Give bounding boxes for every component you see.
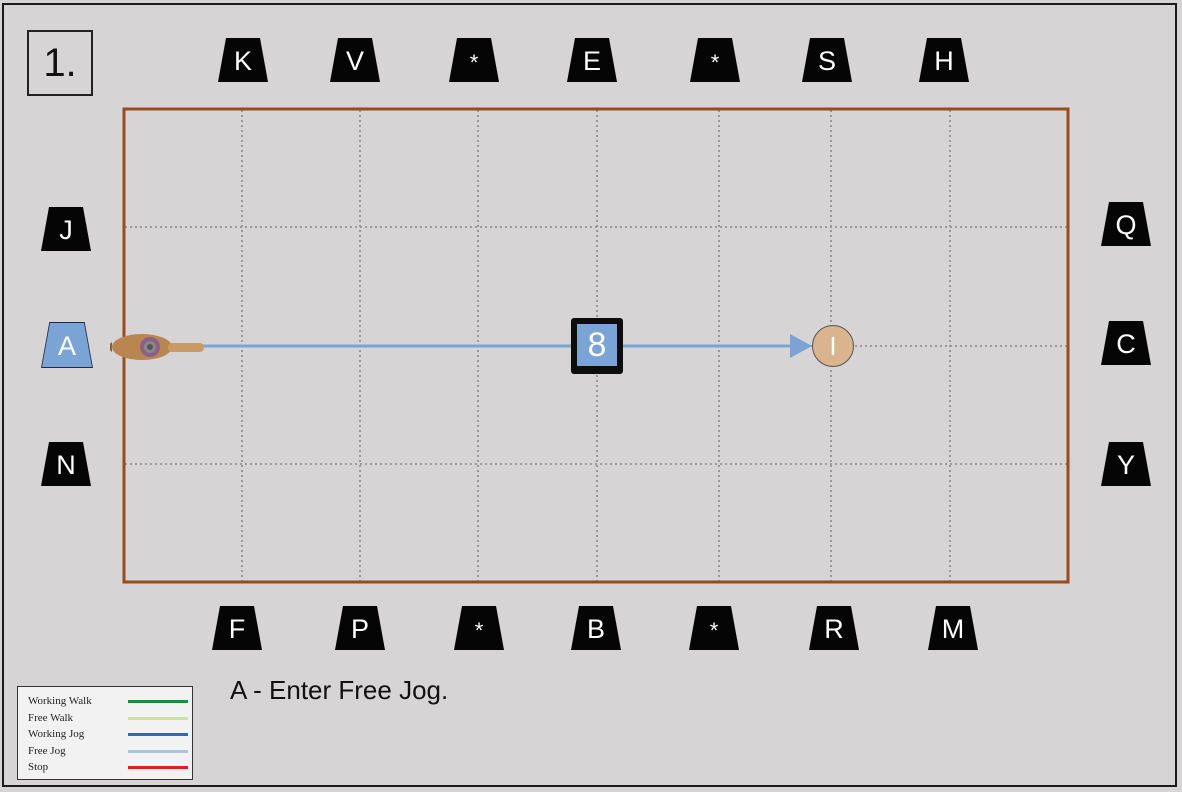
instruction-text: A - Enter Free Jog. xyxy=(230,675,449,705)
letter-H: H xyxy=(919,38,969,82)
marker-8: 8 xyxy=(571,318,623,374)
letter-S: S xyxy=(802,38,852,82)
legend-label: Free Walk xyxy=(28,711,74,724)
letter-F: F xyxy=(212,606,262,650)
pattern-number: 1. xyxy=(27,30,93,96)
letter-N: N xyxy=(41,442,91,486)
letter-star: * xyxy=(690,38,740,82)
letter-star: * xyxy=(449,38,499,82)
legend-item-working-jog: Working Jog xyxy=(28,727,192,744)
letter-K: K xyxy=(218,38,268,82)
legend: Working Walk Free Walk Working Jog Free … xyxy=(17,686,193,780)
letter-A-outline: A xyxy=(41,322,93,368)
letter-Q: Q xyxy=(1101,202,1151,246)
letter-M: M xyxy=(928,606,978,650)
legend-swatch xyxy=(128,766,188,769)
letter-R: R xyxy=(809,606,859,650)
horse-rider-icon xyxy=(110,334,204,360)
legend-label: Free Jog xyxy=(28,744,66,757)
legend-swatch xyxy=(128,749,188,753)
legend-label: Working Walk xyxy=(28,695,92,707)
legend-label: Stop xyxy=(28,761,49,773)
letter-star: * xyxy=(689,606,739,650)
legend-item-stop: Stop xyxy=(28,760,192,777)
marker-8-label: 8 xyxy=(577,324,617,366)
letter-E: E xyxy=(567,38,617,82)
legend-item-working-walk: Working Walk xyxy=(28,694,192,711)
letter-star: * xyxy=(454,606,504,650)
diagram-frame xyxy=(2,3,1177,787)
letter-V: V xyxy=(330,38,380,82)
legend-swatch xyxy=(128,700,188,703)
legend-swatch xyxy=(128,716,188,720)
letter-B: B xyxy=(571,606,621,650)
legend-item-free-walk: Free Walk xyxy=(28,711,192,728)
letter-C: C xyxy=(1101,321,1151,365)
path-arrowhead xyxy=(790,334,812,358)
legend-swatch xyxy=(128,733,188,736)
legend-item-free-jog: Free Jog xyxy=(28,744,192,761)
letter-A: A xyxy=(42,323,92,367)
marker-I: I xyxy=(812,325,854,367)
legend-label: Working Jog xyxy=(28,728,85,740)
letter-P: P xyxy=(335,606,385,650)
letter-J: J xyxy=(41,207,91,251)
letter-Y: Y xyxy=(1101,442,1151,486)
